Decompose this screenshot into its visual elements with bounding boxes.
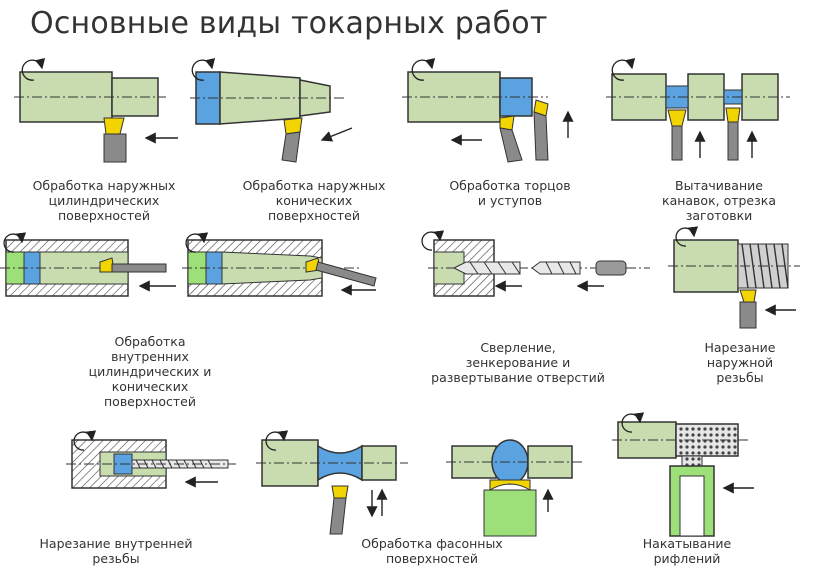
caption-line: поверхностей (58, 208, 150, 223)
caption-line: Обработка фасонных (361, 536, 503, 551)
caption-line: резьбы (92, 551, 140, 566)
caption-line: резьбы (716, 370, 764, 385)
fig-inner-thread (66, 430, 236, 489)
caption-line: зенкерование и (465, 355, 571, 370)
caption-outer-thread: Нарезание наружной резьбы (680, 340, 800, 385)
fig-outer-cylindrical (14, 57, 178, 163)
caption-line: Вытачивание (675, 178, 763, 193)
caption-inner: Обработка внутренних цилиндрических и ко… (60, 334, 240, 409)
fig-inner-conical (182, 232, 377, 297)
caption-line: наружной (706, 355, 774, 370)
caption-line: Обработка торцов (449, 178, 571, 193)
caption-line: цилиндрических и (88, 364, 212, 379)
fig-outer-thread (668, 226, 800, 329)
fig-outer-conical (190, 57, 353, 163)
fig-form-cutter (446, 439, 582, 537)
caption-line: внутренних (111, 349, 189, 364)
caption-line: цилиндрических (48, 193, 160, 208)
caption-line: Нарезание (704, 340, 776, 355)
fig-grooving (606, 57, 790, 161)
caption-line: Нарезание внутренней (39, 536, 193, 551)
caption-line: конических (111, 379, 189, 394)
caption-line: конических (275, 193, 353, 208)
fig-shaped-surface (256, 430, 408, 535)
page-title: Основные виды токарных работ (30, 6, 548, 41)
caption-outer-conical: Обработка наружных конических поверхност… (216, 178, 412, 223)
fig-drilling (421, 230, 650, 297)
fig-inner-cylindrical (0, 232, 176, 297)
caption-line: заготовки (685, 208, 753, 223)
caption-knurling: Накатывание рифлений (622, 536, 752, 566)
caption-line: поверхностей (268, 208, 360, 223)
caption-face: Обработка торцов и уступов (430, 178, 590, 208)
caption-line: Сверление, (480, 340, 556, 355)
caption-drilling: Сверление, зенкерование и развертывание … (400, 340, 636, 385)
caption-line: поверхностей (104, 394, 196, 409)
caption-line: Обработка наружных (32, 178, 176, 193)
caption-line: канавок, отрезка (662, 193, 776, 208)
caption-line: рифлений (653, 551, 721, 566)
fig-knurling (612, 412, 754, 537)
caption-inner-thread: Нарезание внутренней резьбы (10, 536, 222, 566)
caption-line: Обработка наружных (242, 178, 386, 193)
caption-outer-cylindrical: Обработка наружных цилиндрических поверх… (6, 178, 202, 223)
caption-line: и уступов (477, 193, 543, 208)
caption-line: поверхностей (386, 551, 478, 566)
caption-shaped: Обработка фасонных поверхностей (334, 536, 530, 566)
caption-line: Обработка (114, 334, 186, 349)
caption-grooving: Вытачивание канавок, отрезка заготовки (632, 178, 806, 223)
fig-face-shoulders (402, 57, 574, 163)
caption-line: Накатывание (642, 536, 732, 551)
caption-line: развертывание отверстий (431, 370, 605, 385)
